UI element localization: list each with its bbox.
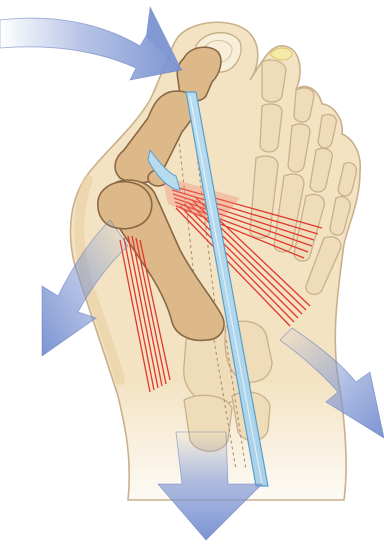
metatarsal-head (98, 182, 152, 229)
force-arrow-icon (0, 6, 182, 80)
